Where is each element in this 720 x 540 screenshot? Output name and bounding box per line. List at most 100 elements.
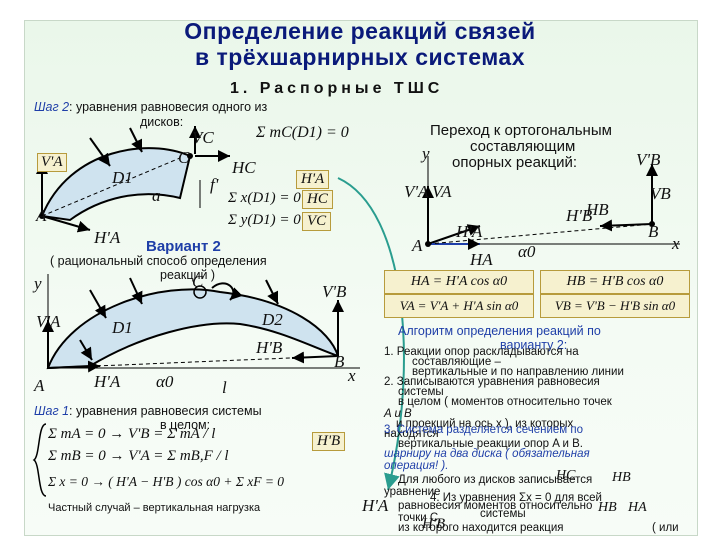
algo-line: 1. Реакции опор раскладываются на	[384, 346, 579, 358]
label-c-lower: C	[192, 272, 204, 291]
label-a-dim: a	[152, 186, 161, 205]
box-ha-top: H'A	[296, 170, 330, 189]
r-label-a: A	[412, 236, 423, 255]
label-d2: D2	[262, 310, 283, 329]
algo-title: Алгоритм определения реакций по	[398, 324, 601, 338]
step1-text: : уравнения равновесия системы	[69, 404, 262, 418]
token-ha: HA	[628, 500, 647, 515]
algo-line: ( или	[652, 522, 679, 534]
algo-line: вертикальные и по направлению линии	[412, 366, 624, 378]
ha-arrow	[41, 215, 91, 233]
variant-note-2: реакций )	[160, 268, 216, 282]
load-arrow	[129, 127, 143, 153]
formula-hb: HB = H'B cos α0	[540, 270, 690, 294]
hb-arrow	[291, 351, 339, 364]
label-vb-prime: V'B	[322, 282, 347, 301]
algo-line: находятся	[384, 428, 439, 440]
label-x: x	[348, 366, 356, 385]
ha-arrow	[47, 360, 101, 373]
algo-line: A и B	[384, 408, 412, 420]
footnote: Частный случай – вертикальная нагрузка	[48, 502, 261, 514]
formula-vb: VB = V'B − H'B sin α0	[540, 294, 690, 318]
eq-sum-y: Σ y(D1) = 0	[228, 212, 301, 228]
system-eq-1: Σ mA = 0 → V'B = Σ mA / l	[48, 426, 216, 442]
load-arrow	[79, 339, 93, 361]
step2-heading: Шаг 2: уравнения равновесия одного из	[34, 100, 267, 114]
r-label-hb: HB	[586, 200, 609, 219]
algo-line: уравнение	[384, 486, 441, 498]
step2-prefix: Шаг 2	[34, 100, 70, 114]
r-label-b: B	[648, 222, 659, 241]
r-label-ha: HA	[470, 250, 493, 269]
transition-line-2: составляющим	[470, 138, 576, 155]
chord-ab	[427, 223, 653, 245]
transition-line-3: опорных реакций:	[452, 154, 577, 171]
step2-text: : уравнения равновесия одного из	[69, 100, 268, 114]
support-a	[425, 241, 431, 247]
box-vc: VC	[302, 212, 332, 231]
label-hc: HC	[232, 158, 256, 177]
chord-line	[41, 157, 181, 217]
label-vc: VC	[192, 128, 214, 147]
algo-line: точки C,	[398, 512, 442, 524]
eq-sum-x: Σ x(D1) = 0	[228, 190, 301, 206]
variant-note: ( рациональный способ определения	[50, 254, 267, 268]
label-b: B	[334, 352, 345, 371]
token-hb-2: HB	[598, 500, 617, 515]
load-arrow	[129, 277, 143, 305]
label-l: l	[222, 378, 227, 397]
label-a-lower: A	[34, 376, 45, 395]
title-line-1: Определение реакций связей	[184, 18, 536, 44]
r-label-vb: VB	[650, 184, 671, 203]
step1-text-2: в целом:	[160, 418, 211, 432]
r-label-ha-prime: H'A	[456, 222, 483, 241]
box-hc: HC	[302, 190, 333, 209]
label-d1: D1	[112, 168, 133, 187]
orthogonal-diagram	[422, 156, 680, 250]
chord-ab	[47, 355, 339, 369]
title-line-2: в трёхшарнирных системах	[194, 44, 525, 70]
system-eq-2: Σ mB = 0 → V'A = Σ mB,F / l	[48, 448, 229, 464]
r-label-alpha0: α0	[518, 242, 536, 261]
token-hb: HB	[612, 470, 631, 485]
box-hb-prime: H'B	[312, 432, 346, 451]
token-ha-prime: H'A	[362, 496, 389, 515]
label-f: f'	[210, 175, 219, 194]
token-hc: HC	[556, 468, 576, 483]
algo-line: из которого находится реакция	[398, 522, 564, 534]
support-a	[39, 213, 45, 219]
label-alpha0: α0	[156, 372, 174, 391]
algo-line: шарниру на два диска ( обязательная	[384, 448, 590, 460]
load-arrow	[89, 137, 111, 167]
r-label-va-prime: V'A	[404, 182, 429, 201]
algo-line: системы	[398, 386, 444, 398]
label-y: y	[34, 274, 42, 293]
system-brace	[32, 423, 47, 497]
variant-label: Вариант 2	[146, 238, 221, 255]
label-ha-prime-lower: H'A	[94, 372, 121, 391]
algo-line: 4. Из уравнения Σx = 0 для всей	[430, 492, 602, 504]
upper-disk-diagram	[36, 126, 230, 233]
label-d1-lower: D1	[112, 318, 133, 337]
label-ha-prime: H'A	[94, 228, 121, 247]
algo-line: равновесия моментов относительно	[398, 500, 593, 512]
label-a: A	[36, 206, 47, 225]
token-hb-prime: H'B	[422, 516, 446, 532]
algo-line: системы	[480, 508, 526, 520]
algo-line: операция! ).	[384, 460, 449, 472]
step1-heading: Шаг 1: уравнения равновесия системы	[34, 404, 262, 418]
algo-title-2: варианту 2:	[500, 338, 568, 352]
load-arrow	[265, 279, 279, 305]
moment-arrow	[211, 282, 243, 301]
box-va-prime: V'A	[37, 153, 67, 172]
r-label-vb-prime: V'B	[636, 150, 661, 169]
ha-prime-arrow	[427, 224, 481, 245]
hinge-c	[187, 153, 193, 159]
hb-arrow	[599, 219, 653, 232]
system-disk-shape	[46, 288, 340, 370]
transition-line-1: Переход к ортогональным	[430, 122, 612, 139]
label-c: C	[178, 148, 190, 167]
formula-va: VA = V'A + H'A sin α0	[384, 294, 534, 318]
algo-line: вертикальные реакции опор A и B.	[398, 438, 583, 450]
